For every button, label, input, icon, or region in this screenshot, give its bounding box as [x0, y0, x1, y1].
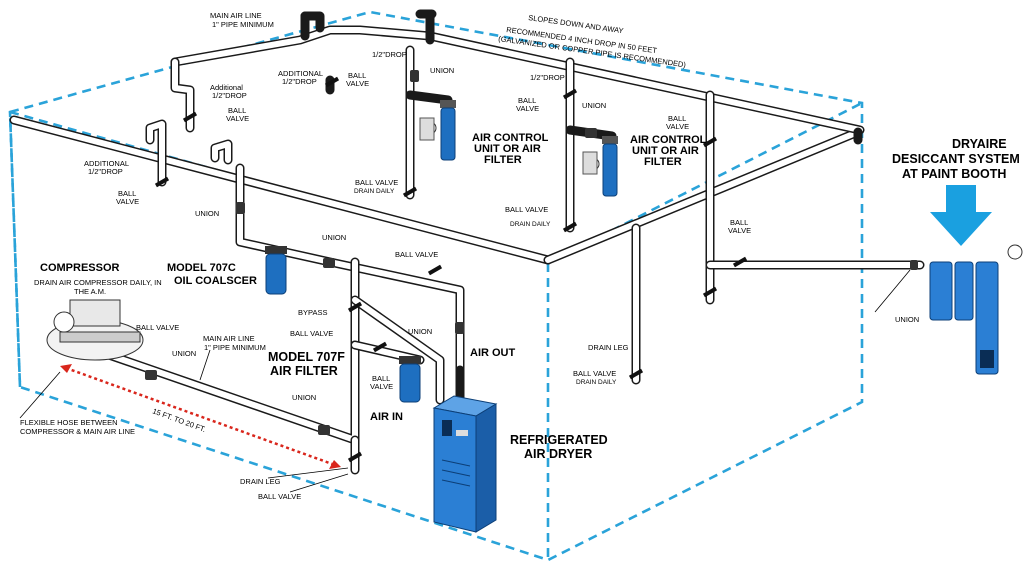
union-left-label: UNION	[195, 209, 219, 218]
air-filter-707f	[399, 356, 421, 403]
ball-valve-right-b: VALVE	[666, 122, 689, 131]
union-top2-label: UNION	[582, 101, 606, 110]
ball-valve-left-b: VALVE	[226, 114, 249, 123]
dryaire-desiccant-unit	[929, 244, 1023, 375]
bv-drain-daily-b: DRAIN DAILY	[354, 188, 395, 195]
ball-valve-back-label: BALL VALVE	[505, 205, 548, 214]
ball-valve-707f-b: VALVE	[370, 382, 393, 391]
ball-valve-bypass-label: BALL VALVE	[290, 329, 333, 338]
ball-valve-coal-label: BALL VALVE	[395, 250, 438, 259]
drain-leg-right-label: DRAIN LEG	[588, 343, 629, 352]
model-707f-2: AIR FILTER	[270, 364, 338, 378]
dryaire-3: AT PAINT BOOTH	[902, 167, 1006, 181]
air-out-label: AIR OUT	[470, 347, 516, 359]
ball-valve-front-label: BALL VALVE	[258, 492, 301, 501]
bv-drain-daily-a: BALL VALVE	[355, 178, 398, 187]
union-mid-label: UNION	[322, 233, 346, 242]
additional-2-b: 1/2"DROP	[212, 91, 247, 100]
main-air-line-front-sub: 1" PIPE MINIMUM	[204, 343, 266, 352]
air-control-unit-1	[419, 100, 456, 161]
oil-coalescer	[265, 246, 287, 295]
dryaire-2: DESICCANT SYSTEM	[892, 152, 1020, 166]
distance-label: 15 FT. TO 20 FT.	[151, 406, 207, 434]
refrigerated-2: AIR DRYER	[524, 447, 592, 461]
model-707c-2: OIL COALSCER	[174, 275, 257, 287]
drain-daily-label: DRAIN DAILY	[510, 221, 551, 228]
ball-valve-booth-a: BALL	[730, 218, 748, 227]
ball-valve-mid-a: BALL	[118, 189, 136, 198]
compressor-note-2: THE A.M.	[74, 287, 106, 296]
main-air-line-top-label: MAIN AIR LINE	[210, 11, 262, 20]
air-in-label: AIR IN	[370, 411, 403, 423]
union-front-label: UNION	[292, 393, 316, 402]
ball-valve-booth-b: VALVE	[728, 226, 751, 235]
bv-drain-daily-right-a: BALL VALVE	[573, 369, 616, 378]
additional-1-a: ADDITIONAL	[278, 69, 323, 78]
dryaire-1: DRYAIRE	[952, 137, 1007, 151]
refrigerated-dryer	[432, 395, 498, 533]
air-control-2-b: UNIT OR AIR	[632, 145, 699, 157]
union-top-label: UNION	[430, 66, 454, 75]
half-drop-label-1: 1/2"DROP	[372, 50, 407, 59]
compressor-note-1: DRAIN AIR COMPRESSOR DAILY, IN	[34, 278, 162, 287]
refrigerated-1: REFRIGERATED	[510, 433, 608, 447]
air-control-2-c: FILTER	[644, 156, 682, 168]
bypass-label: BYPASS	[298, 308, 327, 317]
leader-lines	[19, 269, 911, 493]
ball-valve-top2-b: VALVE	[516, 104, 539, 113]
model-707f-1: MODEL 707F	[268, 350, 345, 364]
air-control-1-a: AIR CONTROL	[472, 132, 549, 144]
ball-valve-comp-label: BALL VALVE	[136, 323, 179, 332]
ball-valve-handles	[109, 76, 748, 463]
union-comp-label: UNION	[172, 349, 196, 358]
additional-3-a: ADDITIONAL	[84, 159, 129, 168]
ball-valve-left-a: BALL	[228, 106, 246, 115]
booth-arrow	[930, 185, 992, 246]
ball-valve-right-a: BALL	[668, 114, 686, 123]
compressor	[46, 299, 144, 361]
union-booth-label: UNION	[895, 315, 919, 324]
ball-valve-top2-a: BALL	[518, 96, 536, 105]
hose-distance-arrow	[60, 364, 341, 469]
air-control-unit-2	[582, 136, 618, 197]
flexible-hose-1: FLEXIBLE HOSE BETWEEN	[20, 418, 118, 427]
air-control-2-a: AIR CONTROL	[630, 134, 707, 146]
unions	[145, 70, 918, 435]
ball-valve-top1-a: BALL	[348, 71, 366, 80]
additional-1-b: 1/2"DROP	[282, 77, 317, 86]
main-air-line-front-label: MAIN AIR LINE	[203, 334, 255, 343]
union-bypass-label: UNION	[408, 327, 432, 336]
half-drop-label-2: 1/2"DROP	[530, 73, 565, 82]
main-air-line-top-sub: 1" PIPE MINIMUM	[212, 20, 274, 29]
air-control-1-b: UNIT OR AIR	[474, 143, 541, 155]
drain-leg-front-label: DRAIN LEG	[240, 477, 281, 486]
bv-drain-daily-right-b: DRAIN DAILY	[576, 379, 617, 386]
compressor-label: COMPRESSOR	[40, 262, 120, 274]
model-707c-1: MODEL 707C	[167, 262, 236, 274]
ball-valve-707f-a: BALL	[372, 374, 390, 383]
air-control-1-c: FILTER	[484, 154, 522, 166]
ball-valve-mid-b: VALVE	[116, 197, 139, 206]
ball-valve-top1-b: VALVE	[346, 79, 369, 88]
additional-2-a: Additional	[210, 83, 243, 92]
additional-3-b: 1/2"DROP	[88, 167, 123, 176]
flexible-hose-2: COMPRESSOR & MAIN AIR LINE	[20, 427, 135, 436]
